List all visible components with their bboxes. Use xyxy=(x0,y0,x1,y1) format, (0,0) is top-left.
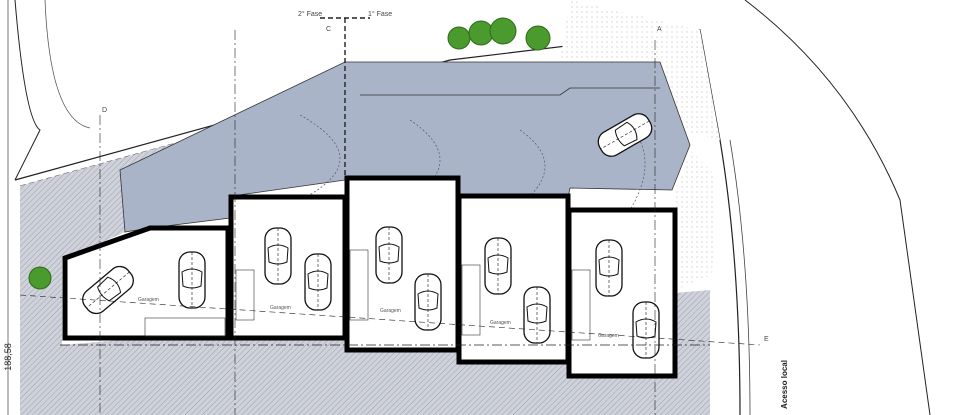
garage-unit-4 xyxy=(456,193,571,365)
trees xyxy=(28,17,551,290)
section-marker-e: E xyxy=(764,336,769,343)
phase-1-label: 1° Fase xyxy=(368,11,393,18)
garage-unit-5 xyxy=(566,207,678,379)
curb-line xyxy=(14,0,41,181)
garage-unit-2 xyxy=(228,194,348,341)
garage-label-2: Garagem xyxy=(270,305,291,311)
elevation-label: 188,58 xyxy=(2,343,13,371)
road-edge xyxy=(744,0,931,415)
garage-unit-1 xyxy=(62,225,231,341)
section-marker-a: A xyxy=(657,26,662,33)
garage-label-3: Garagem xyxy=(380,308,401,314)
section-marker-d: D xyxy=(102,107,108,114)
garage-unit-3 xyxy=(344,175,461,353)
garage-label-4: Garagem xyxy=(490,320,511,326)
garden-area xyxy=(560,0,720,140)
garage-label-5: Garagem xyxy=(598,333,619,339)
access-label: Acesso local xyxy=(779,360,789,409)
section-marker-c: C xyxy=(326,26,332,33)
garage-label-1: Garagem xyxy=(138,297,159,303)
phase-2-label: 2° Fase xyxy=(298,11,323,18)
